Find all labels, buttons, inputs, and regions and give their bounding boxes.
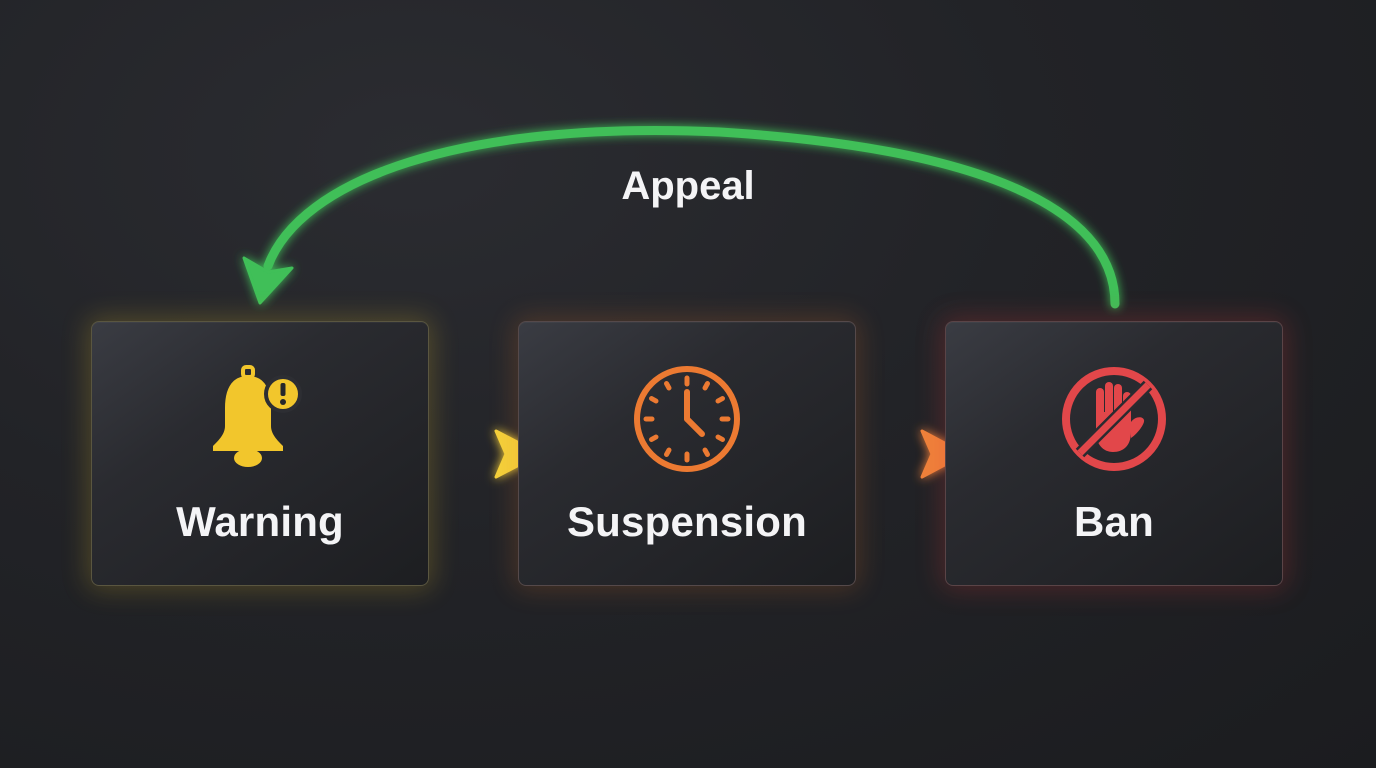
- appeal-label: Appeal: [621, 164, 755, 208]
- bell-alert-icon: [205, 364, 315, 474]
- clock-icon: [632, 364, 742, 474]
- node-warning: Warning: [91, 321, 429, 586]
- node-label-warning: Warning: [176, 498, 344, 545]
- node-label-suspension: Suspension: [566, 498, 808, 545]
- prohibited-hand-icon: [1059, 364, 1169, 474]
- node-suspension: Suspension: [518, 321, 856, 586]
- arrow-appeal-ban-to-warning: [242, 125, 1120, 309]
- node-ban: Ban: [945, 321, 1283, 586]
- node-label-ban: Ban: [1074, 498, 1154, 545]
